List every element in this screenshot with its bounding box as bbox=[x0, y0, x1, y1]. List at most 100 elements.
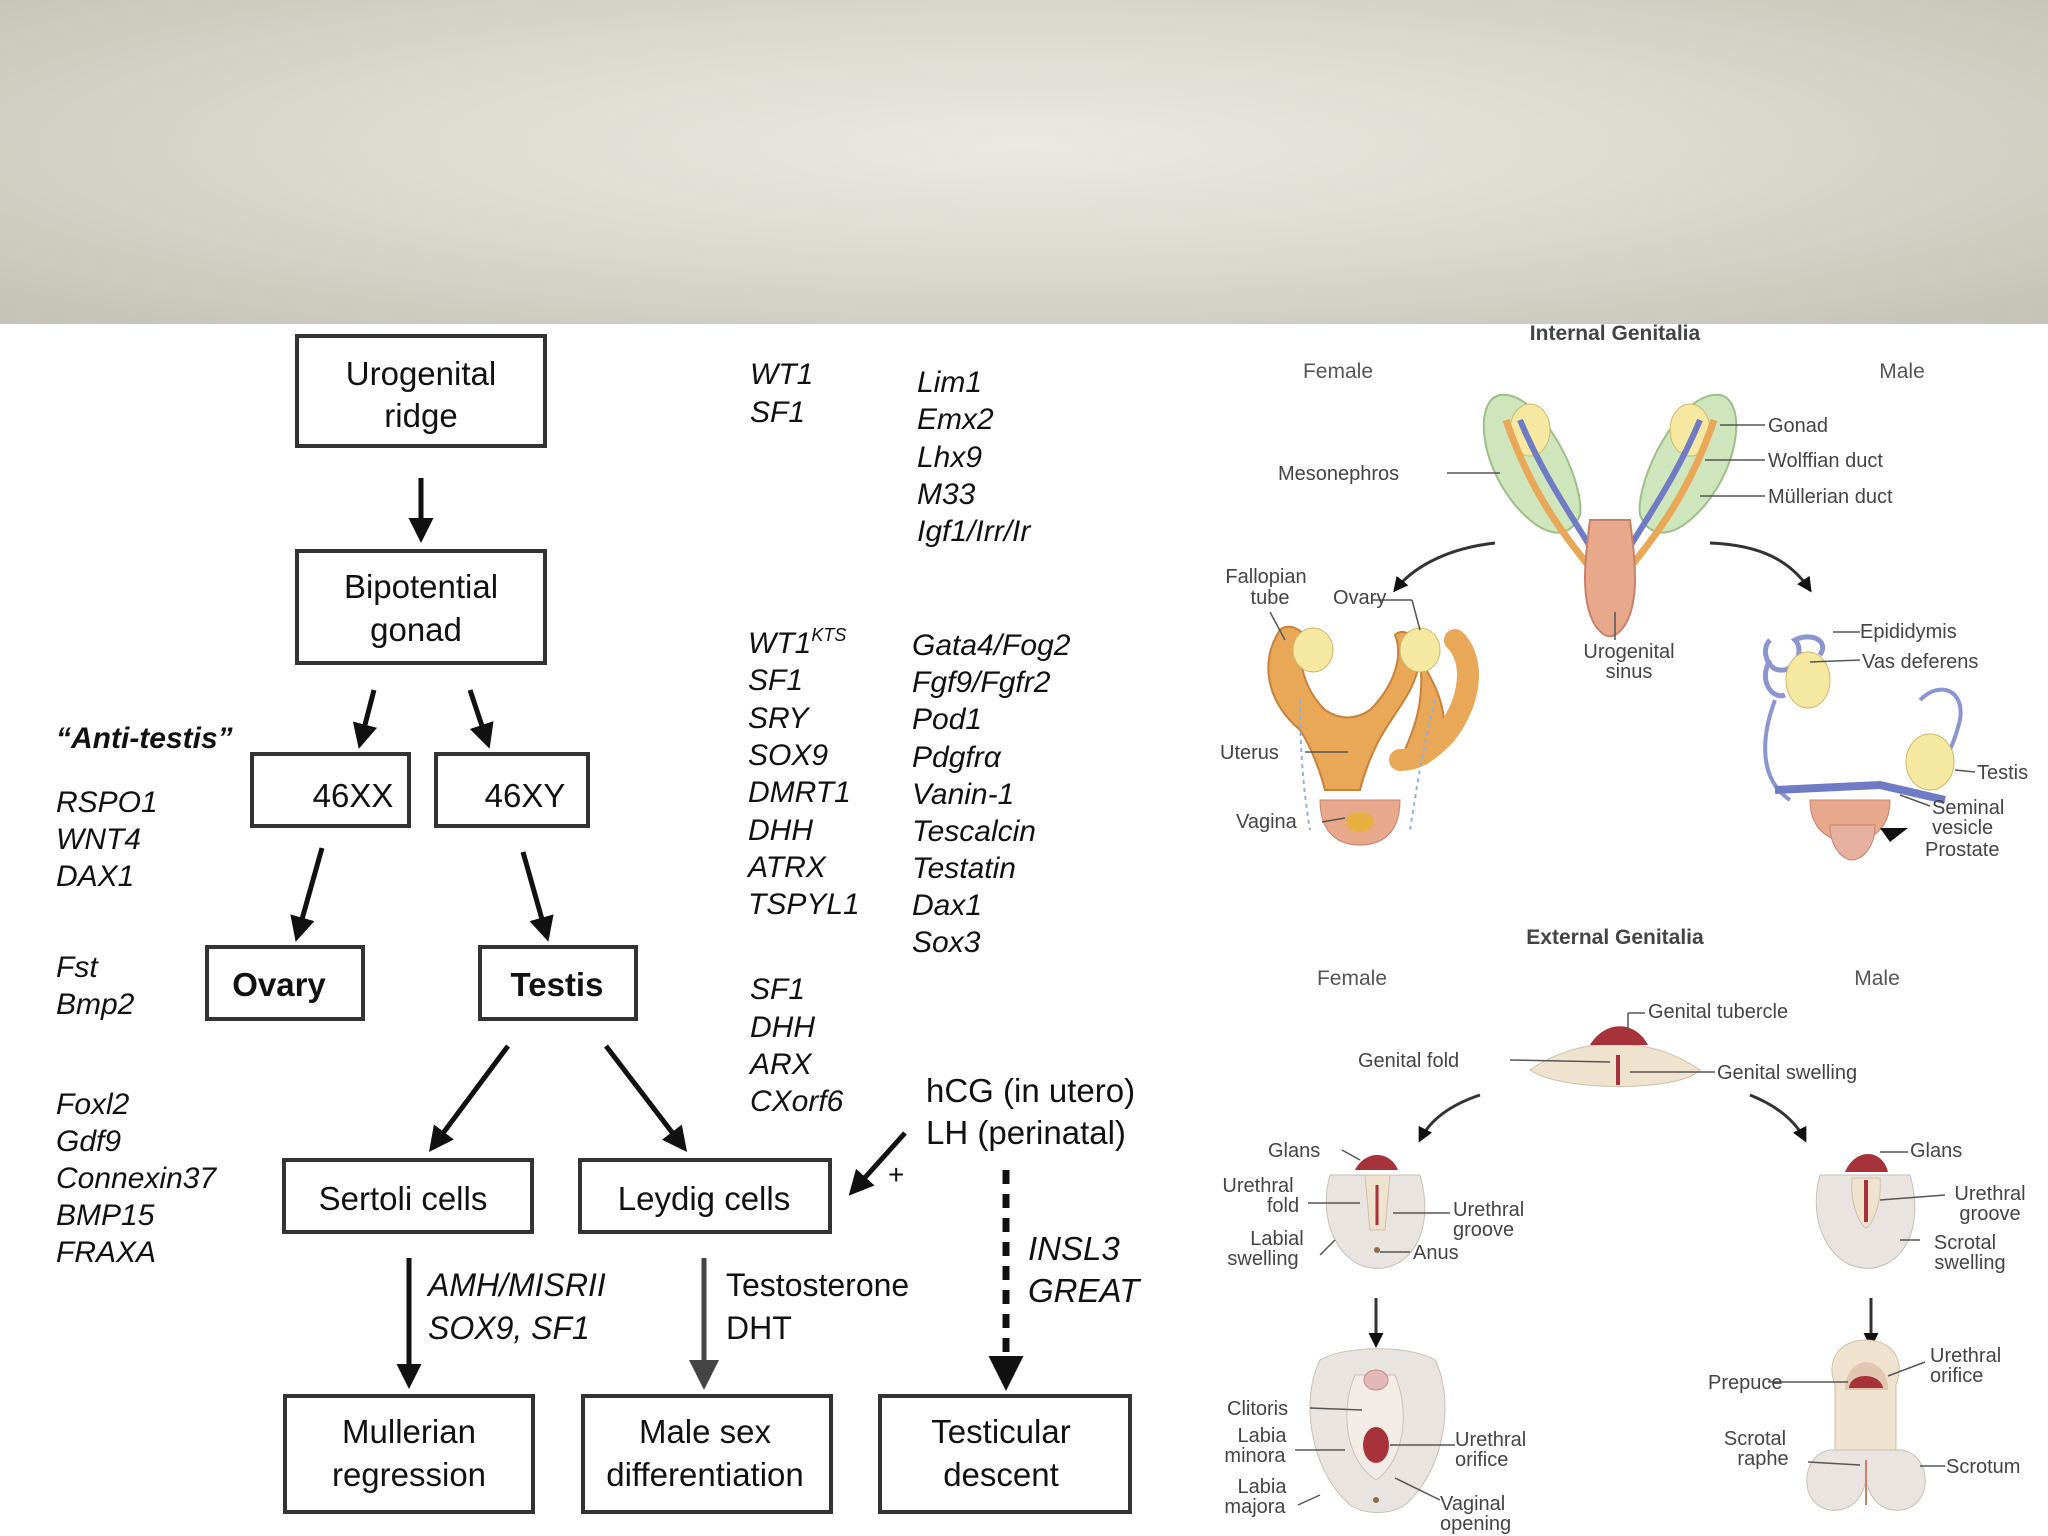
male-internal-illustration bbox=[1762, 634, 1963, 861]
external-title: External Genitalia bbox=[1526, 926, 1704, 949]
bipotential-gonad-box bbox=[295, 549, 547, 665]
external-male-heading: Male bbox=[1854, 967, 1900, 990]
leydig-product: Testosterone bbox=[726, 1267, 909, 1303]
plus-sign: + bbox=[888, 1159, 904, 1190]
label-ovary: Ovary bbox=[1333, 587, 1386, 609]
sertoli-label: Sertoli cells bbox=[319, 1180, 488, 1217]
female-internal-illustration bbox=[1267, 625, 1479, 846]
testis-gene: ARX bbox=[748, 1048, 813, 1081]
label-epididymis: Epididymis bbox=[1860, 621, 1957, 643]
hormone-label: LH (perinatal) bbox=[926, 1114, 1126, 1151]
internal-female-heading: Female bbox=[1303, 360, 1373, 383]
label-uterus: Uterus bbox=[1220, 742, 1279, 764]
label-labial-swelling: swelling bbox=[1227, 1248, 1298, 1270]
sertoli-product: SOX9, SF1 bbox=[428, 1310, 590, 1346]
gonad-gene: Tescalcin bbox=[912, 815, 1036, 848]
anti-testis-gene: DAX1 bbox=[56, 860, 134, 893]
gonad-gene: Gata4/Fog2 bbox=[912, 629, 1071, 662]
urogenital-ridge-line1: Urogenital bbox=[346, 355, 496, 392]
gonad-gene: TSPYL1 bbox=[748, 888, 860, 921]
arrow-to-female-external bbox=[1418, 1093, 1481, 1143]
karyotype-xy-box bbox=[434, 752, 590, 828]
label-vaginal-opening: opening bbox=[1440, 1513, 1511, 1535]
testis-box bbox=[478, 945, 638, 1021]
arrow-gonad-to-xx bbox=[352, 689, 378, 749]
internal-genitalia-panel: Internal Genitalia Female Male Gonad Wol… bbox=[1220, 322, 2028, 861]
arrow-testis-to-leydig bbox=[604, 1044, 688, 1152]
label-scrotal-raphe: Scrotal bbox=[1724, 1428, 1786, 1450]
label-urethral-fold: fold bbox=[1267, 1195, 1299, 1217]
label-urethral-orifice-male: Urethral bbox=[1930, 1345, 2001, 1367]
slide-header-band bbox=[0, 0, 2048, 324]
label-urethral-groove: groove bbox=[1453, 1219, 1514, 1241]
leydig-box bbox=[578, 1158, 832, 1234]
karyotype-xx-label: 46XX bbox=[313, 777, 394, 814]
label-clitoris: Clitoris bbox=[1227, 1398, 1288, 1420]
testicular-descent-box bbox=[878, 1394, 1132, 1514]
gonad-gene: SF1 bbox=[748, 664, 803, 697]
label-gonad: Gonad bbox=[1768, 415, 1828, 437]
label-mullerian-duct: Müllerian duct bbox=[1768, 486, 1893, 508]
ridge-gene: Lim1 bbox=[917, 366, 982, 399]
ovary-gene: Foxl2 bbox=[56, 1088, 130, 1121]
label-urogenital-sinus: sinus bbox=[1606, 661, 1653, 683]
indifferent-internal-illustration bbox=[1482, 393, 1738, 638]
label-labia-majora: majora bbox=[1224, 1496, 1286, 1518]
bipotential-gonad-line1: Bipotential bbox=[344, 568, 498, 605]
label-urethral-orifice-male: orifice bbox=[1930, 1365, 1983, 1387]
testis-gene: DHH bbox=[750, 1011, 815, 1044]
descent-line1: Testicular bbox=[931, 1413, 1070, 1450]
leydig-product: DHT bbox=[726, 1310, 792, 1346]
arrow-hormones-to-leydig bbox=[848, 1131, 907, 1196]
male-sex-line2: differentiation bbox=[606, 1456, 804, 1493]
male-sex-differentiation-box bbox=[581, 1394, 833, 1514]
label-scrotum: Scrotum bbox=[1946, 1456, 2020, 1478]
mullerian-regression-box bbox=[283, 1394, 535, 1514]
label-urethral-fold: Urethral bbox=[1222, 1175, 1293, 1197]
karyotype-xx-box bbox=[250, 752, 411, 828]
ridge-gene: Igf1/Irr/Ir bbox=[917, 515, 1031, 548]
label-labial-swelling: Labial bbox=[1250, 1228, 1303, 1250]
ovary-gene: Fst bbox=[56, 951, 99, 984]
internal-male-heading: Male bbox=[1879, 360, 1925, 383]
testis-gene: SF1 bbox=[750, 973, 805, 1006]
label-vas-deferens: Vas deferens bbox=[1862, 651, 1978, 673]
ridge-gene: WT1 bbox=[750, 358, 813, 391]
gonad-gene: Sox3 bbox=[912, 926, 981, 959]
descent-gene: INSL3 bbox=[1028, 1230, 1120, 1267]
label-genital-fold: Genital fold bbox=[1358, 1050, 1459, 1072]
ridge-gene: Emx2 bbox=[917, 403, 994, 436]
external-female-heading: Female bbox=[1317, 967, 1387, 990]
label-labia-minora: Labia bbox=[1238, 1425, 1288, 1447]
descent-gene: GREAT bbox=[1028, 1272, 1142, 1309]
female-external-final bbox=[1309, 1348, 1446, 1513]
ovary-gene: Bmp2 bbox=[56, 988, 135, 1021]
label-scrotal-swelling: swelling bbox=[1934, 1252, 2005, 1274]
arrow-xx-to-ovary bbox=[290, 847, 325, 942]
label-genital-swelling: Genital swelling bbox=[1717, 1062, 1857, 1084]
indifferent-external-illustration bbox=[1529, 1026, 1701, 1087]
label-fallopian-tube: Fallopian bbox=[1225, 566, 1306, 588]
gonad-gene: Testatin bbox=[912, 852, 1016, 885]
anti-testis-gene: RSPO1 bbox=[56, 786, 158, 819]
gonad-gene: SRY bbox=[748, 702, 811, 735]
arrow-gonad-to-xy bbox=[467, 689, 494, 749]
label-urethral-groove: Urethral bbox=[1453, 1199, 1524, 1221]
gonad-gene: SOX9 bbox=[748, 739, 828, 772]
male-external-final bbox=[1806, 1339, 1926, 1511]
bipotential-gonad-line2: gonad bbox=[370, 611, 462, 648]
label-anus: Anus bbox=[1413, 1242, 1459, 1264]
leydig-label: Leydig cells bbox=[618, 1180, 790, 1217]
ovary-gene: FRAXA bbox=[56, 1236, 156, 1269]
gonad-gene: Vanin-1 bbox=[912, 778, 1014, 811]
label-urethral-orifice: orifice bbox=[1455, 1449, 1508, 1471]
label-urethral-groove-male: Urethral bbox=[1954, 1183, 2025, 1205]
mullerian-line2: regression bbox=[332, 1456, 486, 1493]
label-urethral-orifice: Urethral bbox=[1455, 1429, 1526, 1451]
label-labia-minora: minora bbox=[1224, 1445, 1286, 1467]
label-glans-female: Glans bbox=[1268, 1140, 1320, 1162]
karyotype-xy-label: 46XY bbox=[485, 777, 566, 814]
arrow-testis-to-sertoli bbox=[429, 1044, 511, 1153]
label-prepuce: Prepuce bbox=[1708, 1372, 1783, 1394]
